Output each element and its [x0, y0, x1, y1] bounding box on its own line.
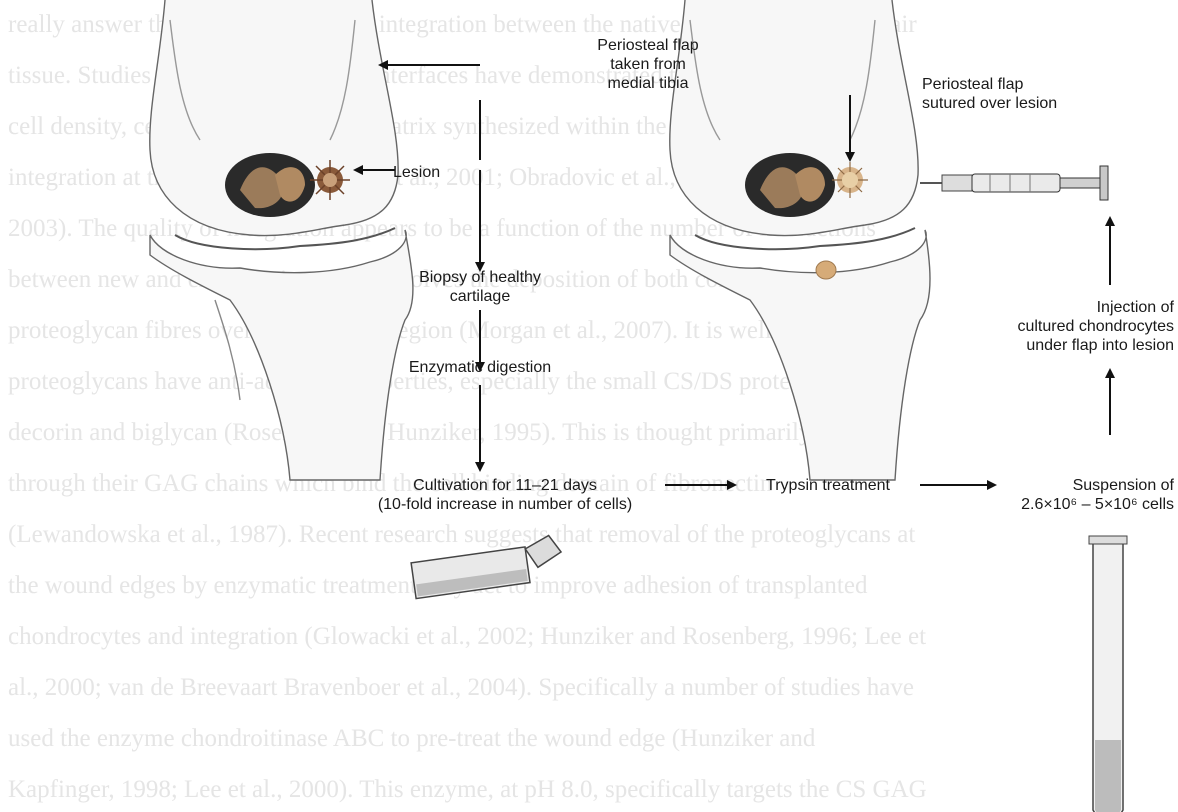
label-lesion: Lesion: [393, 163, 440, 182]
culture-flask-icon: [410, 534, 565, 598]
label-injection: Injection of cultured chondrocytes under…: [968, 298, 1174, 355]
test-tube-icon: [1089, 536, 1127, 812]
label-enzymatic-digestion: Enzymatic digestion: [380, 358, 580, 377]
syringe-icon: [920, 166, 1108, 200]
label-suspension-line1: Suspension of: [1073, 477, 1174, 494]
label-cultivation: Cultivation for 11–21 days (10-fold incr…: [345, 476, 665, 514]
label-periosteal-flap-sutured: Periosteal flap sutured over lesion: [922, 75, 1112, 113]
left-knee-illustration: [150, 0, 413, 480]
label-suspension-line2: 2.6×10⁶ – 5×10⁶ cells: [1021, 496, 1174, 513]
label-periosteal-flap-taken: Periosteal flap taken from medial tibia: [548, 36, 748, 93]
label-trypsin-treatment: Trypsin treatment: [738, 476, 918, 495]
periosteal-patch: [816, 261, 836, 279]
right-intercondylar-region: [745, 153, 835, 217]
label-suspension: Suspension of 2.6×10⁶ – 5×10⁶ cells: [960, 476, 1174, 514]
left-intercondylar-region: [225, 153, 315, 217]
label-biopsy: Biopsy of healthy cartilage: [400, 268, 560, 306]
left-lesion: [310, 160, 350, 200]
